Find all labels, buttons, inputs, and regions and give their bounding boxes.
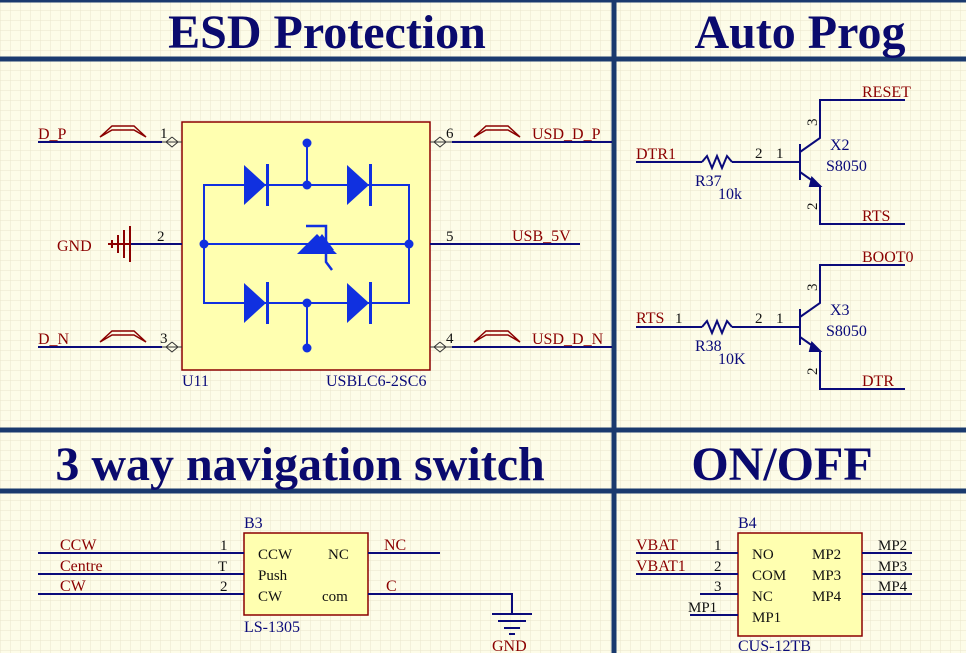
net-usd-d-n: USD_D_N [532, 331, 604, 348]
r38-pin-1: 1 [675, 311, 683, 327]
net-dtr-out: DTR [862, 373, 894, 390]
b4-label-no: NO [752, 547, 774, 563]
net-mp4: MP4 [878, 579, 908, 595]
net-dtr1: DTR1 [636, 146, 676, 163]
b4-label-mp2: MP2 [812, 547, 841, 563]
net-ccw: CCW [60, 537, 97, 554]
net-usb-5v: USB_5V [512, 228, 571, 245]
b4-designator: B4 [738, 515, 757, 532]
r37-value: 10k [718, 186, 742, 203]
net-mp3: MP3 [878, 559, 907, 575]
gnd-symbol [108, 226, 131, 262]
r38-designator: R38 [695, 338, 722, 355]
pin-3: 3 [160, 331, 168, 347]
auto-prog-block: DTR1 RESET RTS R37 10k X2 S8050 1 2 3 2 … [636, 84, 914, 390]
b3-part: LS-1305 [244, 619, 300, 636]
nav-switch-block: CCW Centre CW 1 T 2 B3 LS-1305 CCW Push … [38, 515, 532, 653]
pin-6: 6 [446, 126, 454, 142]
u11-part: USBLC6-2SC6 [326, 373, 426, 390]
pin-1: 1 [160, 126, 168, 142]
b4-pin-2: 2 [714, 559, 722, 575]
pin-2: 2 [157, 229, 165, 245]
b4-label-mp1: MP1 [752, 610, 781, 626]
b3-label-push: Push [258, 568, 288, 584]
pin-5: 5 [446, 229, 454, 245]
onoff-title: ON/OFF [691, 438, 872, 491]
b3-label-ccw: CCW [258, 547, 293, 563]
net-mp2: MP2 [878, 538, 907, 554]
net-c: C [386, 578, 397, 595]
r37-pin-2: 2 [755, 146, 763, 162]
net-d-p: D_P [38, 126, 67, 143]
esd-block: D_P D_N GND USB_5V USD_D_P USD_D_N 1 2 3… [38, 121, 612, 390]
b4-label-mp3: MP3 [812, 568, 841, 584]
b3-pin-1: 1 [220, 538, 228, 554]
x2-part: S8050 [826, 158, 867, 175]
net-d-n: D_N [38, 331, 70, 348]
b4-label-mp4: MP4 [812, 589, 842, 605]
x2-designator: X2 [830, 137, 850, 154]
net-rts-in: RTS [636, 310, 664, 327]
b3-designator: B3 [244, 515, 263, 532]
net-rts-out: RTS [862, 208, 890, 225]
net-boot0: BOOT0 [862, 249, 914, 266]
net-usd-d-p: USD_D_P [532, 126, 601, 143]
x3-part: S8050 [826, 323, 867, 340]
b3-label-cw: CW [258, 589, 283, 605]
b4-label-com: COM [752, 568, 786, 584]
x2-pin-b: 1 [776, 146, 784, 162]
onoff-block: VBAT VBAT1 MP1 1 2 3 B4 CUS-12TB NO COM … [636, 515, 912, 653]
x3-pin-c: 3 [805, 284, 821, 292]
r38-value: 10K [718, 351, 746, 368]
esd-title: ESD Protection [168, 6, 486, 59]
net-gnd-nav: GND [492, 638, 527, 653]
x3-designator: X3 [830, 302, 850, 319]
net-gnd-esd: GND [57, 238, 92, 255]
net-vbat1: VBAT1 [636, 558, 686, 575]
b4-pin-3: 3 [714, 579, 722, 595]
b4-label-nc: NC [752, 589, 773, 605]
nav-switch-title: 3 way navigation switch [55, 438, 544, 491]
b4-pin-1: 1 [714, 538, 722, 554]
x3-pin-e: 2 [805, 368, 821, 376]
b4-part: CUS-12TB [738, 638, 811, 653]
net-cw: CW [60, 578, 87, 595]
net-nc: NC [384, 537, 406, 554]
net-mp1: MP1 [688, 600, 717, 616]
auto-prog-title: Auto Prog [694, 6, 905, 59]
b3-pin-t: T [218, 559, 227, 575]
x2-pin-c: 3 [805, 119, 821, 127]
pin-4: 4 [446, 331, 454, 347]
net-centre: Centre [60, 558, 103, 575]
net-vbat: VBAT [636, 537, 678, 554]
x3-pin-b: 1 [776, 311, 784, 327]
x2-pin-e: 2 [805, 203, 821, 211]
b3-label-nc: NC [328, 547, 349, 563]
net-reset: RESET [862, 84, 911, 101]
b3-label-com: com [322, 589, 348, 605]
b3-pin-2: 2 [220, 579, 228, 595]
b3-body[interactable] [243, 532, 369, 616]
u11-designator: U11 [182, 373, 209, 390]
r38-pin-2: 2 [755, 311, 763, 327]
r37-designator: R37 [695, 173, 722, 190]
b4-body[interactable] [737, 532, 863, 637]
